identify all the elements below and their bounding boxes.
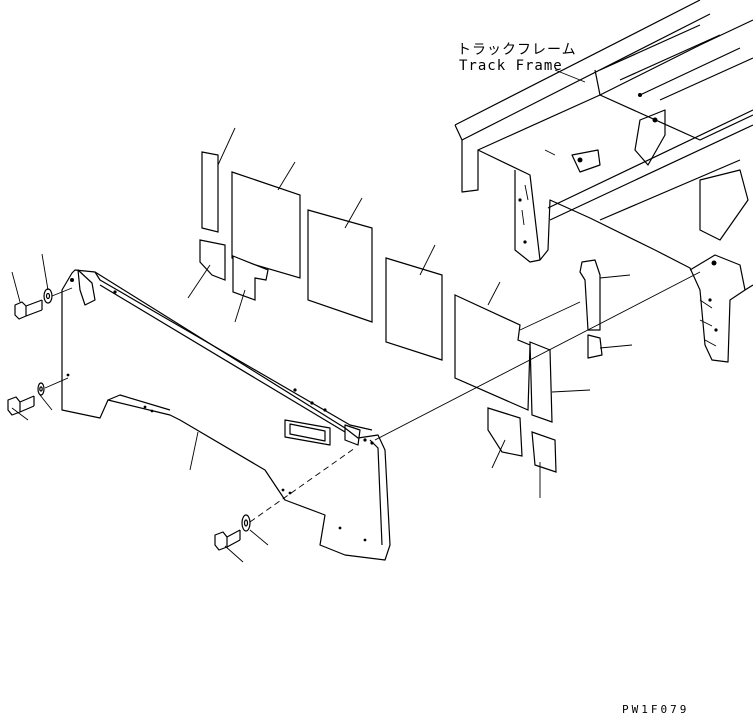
pad-7 [232, 255, 269, 301]
bolt-mid-left [7, 382, 45, 416]
brackets [579, 259, 603, 359]
bracket-short [587, 334, 603, 359]
pad-6 [199, 239, 226, 281]
track-frame-label-en: Track Frame [459, 58, 563, 74]
alignment-lines [44, 271, 701, 523]
drawing-code: PW1F079 [622, 703, 690, 716]
bolt-top-left [14, 288, 53, 320]
leader-lines [11, 127, 633, 563]
track-frame-label-jp: トラックフレーム [457, 42, 577, 58]
pad-1 [201, 151, 219, 233]
cover-panel [61, 269, 391, 561]
pad-2 [231, 171, 301, 279]
fasteners [7, 288, 251, 551]
pad-10 [531, 431, 557, 473]
track-frame-leader [554, 69, 586, 83]
pad-3 [307, 209, 373, 323]
bracket-long [579, 259, 601, 331]
pad-8 [529, 341, 553, 423]
track-frame [454, 0, 753, 363]
pad-4 [385, 257, 443, 361]
pads [199, 151, 557, 473]
pad-9 [487, 407, 523, 457]
bolt-bottom [214, 514, 251, 551]
